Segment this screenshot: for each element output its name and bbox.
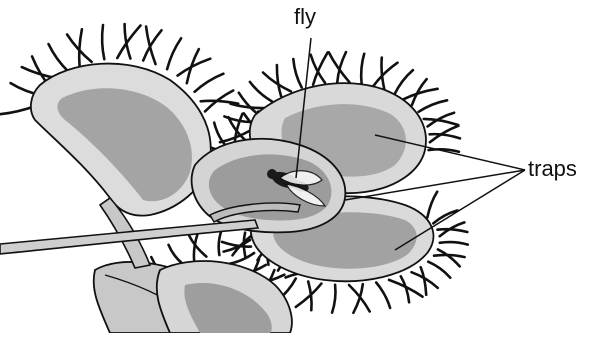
trap-bristle [361,54,364,84]
trap-bristle [195,74,224,92]
trap-bristle [373,63,397,86]
trap-bristle [293,59,301,88]
trap-bristle [332,285,335,313]
trap-bristle [79,29,82,66]
trap-bristle [146,27,155,65]
trap-bristle [421,267,427,295]
trap-bristle [389,280,423,297]
fly-label: fly [294,6,316,28]
trap-bristle [440,242,468,245]
trap-bristle [219,231,222,255]
trap-bristle [102,25,104,59]
trap-bristle [427,192,437,218]
trap-bristle [329,52,350,82]
trap-bristle [395,70,413,94]
trap-bristle [244,233,246,257]
trap-bristle [438,229,468,232]
trap-bristle [250,82,273,102]
trap-bristle [433,210,457,223]
trap-bristle [277,65,281,96]
trap-bristle [438,249,460,266]
trap-bristle [404,89,438,99]
trap-bristle [428,262,450,278]
trap-bristle [169,245,183,264]
trap-bristle [419,100,448,112]
traps-label: traps [528,158,577,180]
trap-bristle [189,236,206,257]
trap-bristle [349,285,370,312]
trap-bristle [167,38,181,69]
trap-bristle [376,283,390,308]
trap-bristle [49,44,69,72]
trap-bristle [239,93,259,115]
trap-bristle [187,49,199,83]
